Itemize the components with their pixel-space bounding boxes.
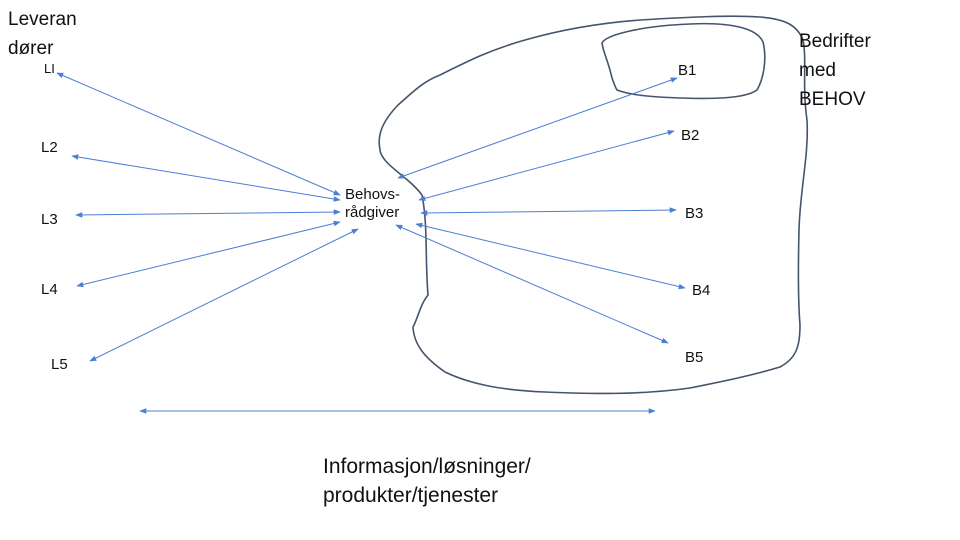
- arrow-advisor-b3: [420, 207, 677, 216]
- advisor-node: Behovs- rådgiver: [345, 186, 400, 222]
- supplier-node-l4: L4: [41, 281, 58, 298]
- supplier-node-l1: LI: [44, 61, 55, 76]
- suppliers-heading: Leveran dører: [8, 5, 77, 63]
- business-node-b4: B4: [692, 282, 711, 299]
- supplier-node-l5: L5: [51, 356, 68, 373]
- advisor-label-line-1: Behovs-: [345, 186, 401, 203]
- supplier-node-l2: L2: [41, 139, 58, 156]
- information-caption-line-1: Informasjon/løsninger/: [323, 455, 531, 478]
- arrow-advisor-b5: [395, 224, 669, 344]
- arrow-advisor-l4: [76, 220, 341, 288]
- business-node-b1: B1: [678, 62, 697, 79]
- business-node-b5: B5: [685, 349, 704, 366]
- arrow-advisor-b2: [418, 129, 675, 202]
- supplier-node-l3: L3: [41, 211, 58, 228]
- businesses-outline: [378, 15, 809, 395]
- arrow-advisor-l3: [75, 209, 341, 218]
- business-arrows: [395, 77, 686, 344]
- arrow-advisor-b1: [397, 77, 678, 179]
- arrow-advisor-b4: [415, 222, 686, 290]
- businesses-heading-line-1: Bedrifter: [799, 31, 871, 52]
- businesses-heading: Bedrifter med BEHOV: [799, 27, 871, 114]
- suppliers-heading-line-2: dører: [8, 38, 54, 59]
- arrow-advisor-l2: [71, 154, 341, 202]
- information-caption-line-2: produkter/tjenester: [323, 484, 499, 507]
- suppliers-heading-line-1: Leveran: [8, 9, 77, 30]
- arrow-advisor-l5: [89, 228, 359, 362]
- businesses-heading-line-2: med: [799, 60, 836, 81]
- business-node-b3: B3: [685, 205, 704, 222]
- businesses-heading-line-3: BEHOV: [799, 89, 866, 110]
- advisor-label-line-2: rådgiver: [345, 204, 400, 221]
- business-node-b2: B2: [681, 127, 700, 144]
- supplier-arrows: [56, 72, 359, 362]
- information-caption: Informasjon/løsninger/ produkter/tjenest…: [323, 452, 531, 510]
